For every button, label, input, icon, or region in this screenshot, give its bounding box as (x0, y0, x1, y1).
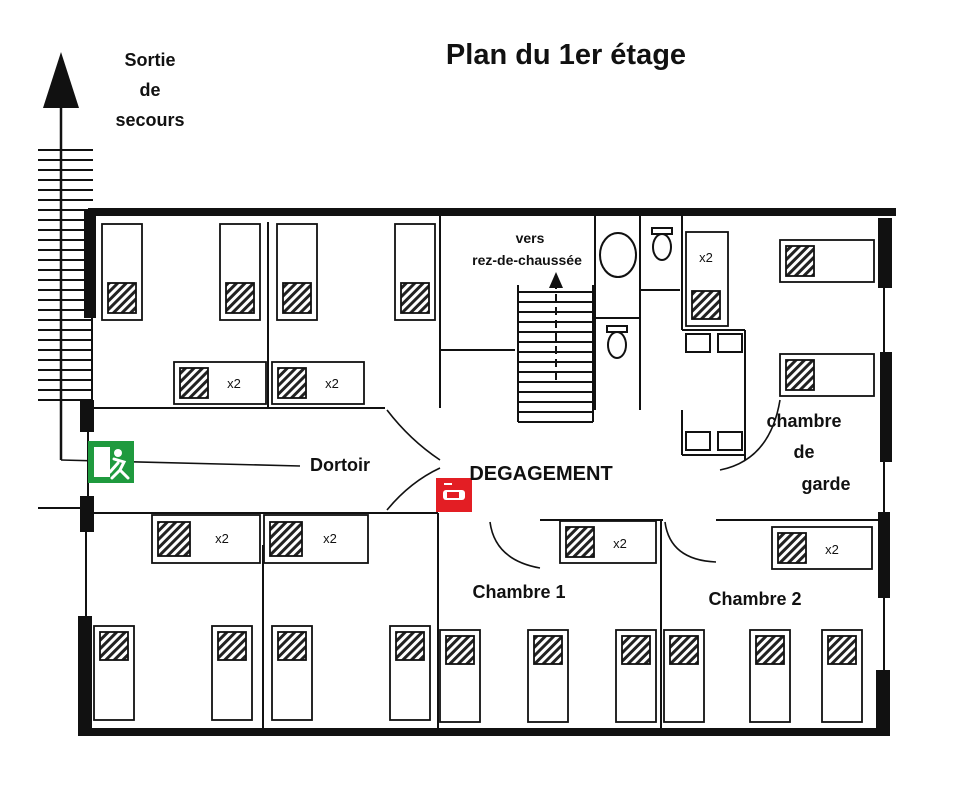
toilet-top (652, 233, 672, 261)
svg-text:x2: x2 (215, 531, 229, 546)
plan-title: Plan du 1er étage (446, 39, 686, 71)
svg-text:rez-de-chaussée: rez-de-chaussée (472, 252, 582, 268)
room-label-chambre-de-garde: chambre de garde (766, 411, 850, 494)
bunk-bed: x2 (685, 231, 729, 327)
svg-text:de: de (793, 442, 814, 462)
room-label-chambre-1: Chambre 1 (472, 582, 565, 602)
svg-text:secours: secours (115, 110, 184, 130)
sanitary-fixtures (599, 227, 743, 451)
beds: x2 x2 x2 x2 x2 x2 x2 (93, 223, 875, 723)
svg-text:Sortie: Sortie (124, 50, 175, 70)
svg-text:de: de (139, 80, 160, 100)
sink (717, 431, 743, 451)
room-label-degagement: DEGAGEMENT (469, 463, 612, 485)
bunk-bed: x2 (271, 361, 365, 405)
bed (821, 629, 863, 723)
bed (663, 629, 705, 723)
sink (717, 333, 743, 353)
bed (779, 353, 875, 397)
bed (93, 625, 135, 721)
bunk-bed: x2 (151, 514, 261, 564)
doors (386, 399, 781, 569)
bunk-bed: x2 (559, 520, 657, 564)
svg-text:x2: x2 (825, 542, 839, 557)
bed (749, 629, 791, 723)
bed (615, 629, 657, 723)
sink (685, 431, 711, 451)
exit-label: Sortie de secours (115, 50, 184, 130)
bed (527, 629, 569, 723)
toilet-bottom (607, 331, 627, 359)
bed (389, 625, 431, 721)
fire-extinguisher-sign-icon (436, 478, 472, 512)
exit-arrow (43, 52, 79, 460)
bed (276, 223, 318, 321)
stairs-label: vers rez-de-chaussée (472, 230, 582, 268)
bed (779, 239, 875, 283)
shower-tray (599, 232, 637, 278)
bunk-bed: x2 (173, 361, 267, 405)
svg-text:garde: garde (801, 474, 850, 494)
svg-text:x2: x2 (325, 376, 339, 391)
emergency-exit-sign-icon (88, 441, 134, 483)
outer-walls (78, 208, 896, 736)
bunk-bed: x2 (263, 514, 369, 564)
thin-walls (38, 216, 885, 728)
bed (439, 629, 481, 723)
svg-text:chambre: chambre (766, 411, 841, 431)
bed (101, 223, 143, 321)
bed (211, 625, 253, 721)
bed (271, 625, 313, 721)
svg-text:x2: x2 (227, 376, 241, 391)
bed (219, 223, 261, 321)
bunk-bed: x2 (771, 526, 873, 570)
interior-staircase (517, 285, 594, 423)
svg-text:x2: x2 (699, 250, 713, 265)
sink (685, 333, 711, 353)
svg-text:x2: x2 (613, 536, 627, 551)
svg-text:vers: vers (516, 230, 545, 246)
room-label-dortoir: Dortoir (310, 455, 370, 475)
stairs-up-arrow (549, 272, 563, 380)
fire-escape-stairs (38, 149, 93, 401)
bed (394, 223, 436, 321)
room-label-chambre-2: Chambre 2 (708, 589, 801, 609)
svg-text:x2: x2 (323, 531, 337, 546)
